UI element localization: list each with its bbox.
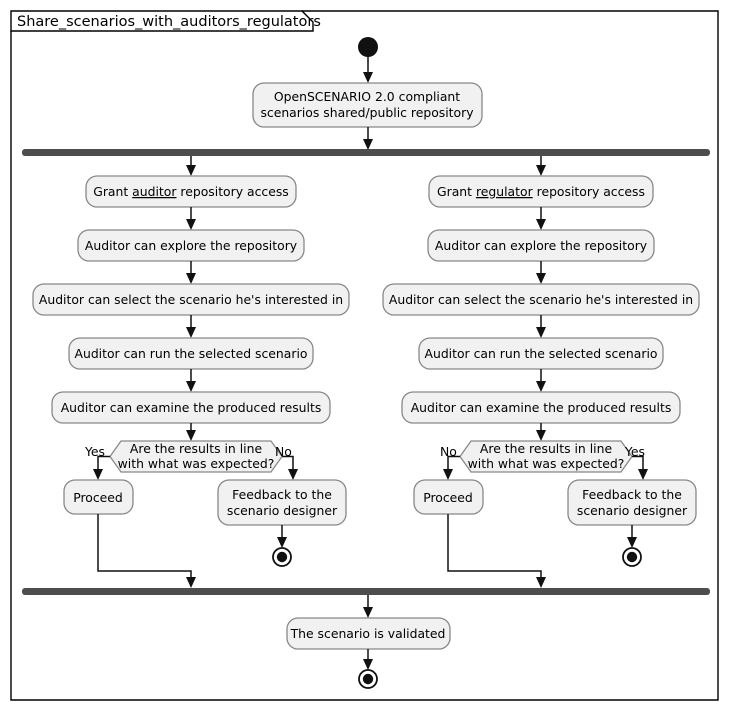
flow-left-proceed-to-join — [97, 514, 192, 581]
grant-emphasis: auditor — [132, 184, 177, 199]
start-node — [358, 37, 378, 57]
arrowhead-icon — [536, 273, 546, 284]
decision-left-yes-label: Yes — [84, 444, 105, 459]
activity-right-grant-access-label: Grant regulator repository access — [437, 184, 645, 199]
flow-right-no — [447, 455, 460, 473]
activity-right-select-scenario-label: Auditor can select the scenario he's int… — [389, 292, 693, 307]
arrowhead-icon — [363, 607, 373, 618]
diagram-frame — [10, 10, 719, 701]
end-node-left-feedback-core — [276, 551, 288, 563]
arrowhead-icon — [443, 469, 453, 480]
arrowhead-icon — [186, 381, 196, 392]
arrowhead-icon — [186, 165, 196, 176]
grant-suffix: repository access — [176, 184, 288, 199]
activity-left-examine-results-label: Auditor can examine the produced results — [61, 400, 322, 415]
activity-initial-line1: OpenSCENARIO 2.0 compliant — [274, 89, 460, 104]
arrowhead-icon — [536, 327, 546, 338]
decision-left-no-label: No — [275, 444, 292, 459]
flow-left-yes — [97, 455, 110, 473]
grant-prefix: Grant — [93, 184, 132, 199]
decision-right-line1: Are the results in line — [480, 441, 612, 456]
fork-bar — [22, 149, 710, 156]
activity-right-run-scenario-label: Auditor can run the selected scenario — [424, 346, 657, 361]
arrowhead-icon — [627, 537, 637, 548]
grant-suffix: repository access — [533, 184, 645, 199]
activity-left-select-scenario-label: Auditor can select the scenario he's int… — [39, 292, 343, 307]
activity-right-explore-repository-label: Auditor can explore the repository — [435, 238, 647, 253]
arrowhead-icon — [288, 469, 298, 480]
arrowhead-icon — [363, 659, 373, 670]
arrowhead-icon — [536, 381, 546, 392]
activity-right-proceed-label: Proceed — [423, 490, 473, 505]
diagram-title: Share_scenarios_with_auditors_regulators — [17, 14, 321, 30]
arrowhead-icon — [186, 327, 196, 338]
decision-right-yes-label: Yes — [624, 444, 645, 459]
grant-emphasis: regulator — [476, 184, 534, 199]
arrowhead-icon — [638, 469, 648, 480]
arrowhead-icon — [536, 577, 546, 588]
arrowhead-icon — [363, 72, 373, 83]
flow-right-proceed-to-join — [447, 514, 542, 581]
arrowhead-icon — [93, 469, 103, 480]
arrowhead-icon — [363, 139, 373, 150]
end-node-final-core — [362, 673, 374, 685]
arrowhead-icon — [536, 165, 546, 176]
arrowhead-icon — [186, 273, 196, 284]
diagram-title-tab — [10, 10, 314, 32]
activity-left-explore-repository-label: Auditor can explore the repository — [85, 238, 297, 253]
activity-left-feedback-line1: Feedback to the — [232, 487, 332, 502]
decision-right-line2: with what was expected? — [468, 456, 625, 471]
decision-left-line2: with what was expected? — [118, 456, 275, 471]
activity-left-run-scenario-label: Auditor can run the selected scenario — [74, 346, 307, 361]
arrowhead-icon — [186, 430, 196, 441]
arrowhead-icon — [277, 537, 287, 548]
arrowhead-icon — [536, 219, 546, 230]
activity-right-feedback-line1: Feedback to the — [582, 487, 682, 502]
join-bar — [22, 588, 710, 595]
activity-scenario-validated-label: The scenario is validated — [290, 626, 446, 641]
arrowhead-icon — [186, 577, 196, 588]
end-node-right-feedback-core — [626, 551, 638, 563]
arrowhead-icon — [186, 219, 196, 230]
activity-right-examine-results-label: Auditor can examine the produced results — [411, 400, 672, 415]
activity-left-proceed-label: Proceed — [73, 490, 123, 505]
decision-right-no-label: No — [440, 444, 457, 459]
activity-left-grant-access-label: Grant auditor repository access — [93, 184, 289, 199]
activity-right-feedback-line2: scenario designer — [577, 503, 688, 518]
flow-left-no — [282, 455, 294, 473]
decision-left-line1: Are the results in line — [130, 441, 262, 456]
flow-right-yes — [632, 455, 644, 473]
activity-initial-line2: scenarios shared/public repository — [260, 105, 473, 120]
arrowhead-icon — [536, 430, 546, 441]
grant-prefix: Grant — [437, 184, 476, 199]
activity-left-feedback-line2: scenario designer — [227, 503, 338, 518]
